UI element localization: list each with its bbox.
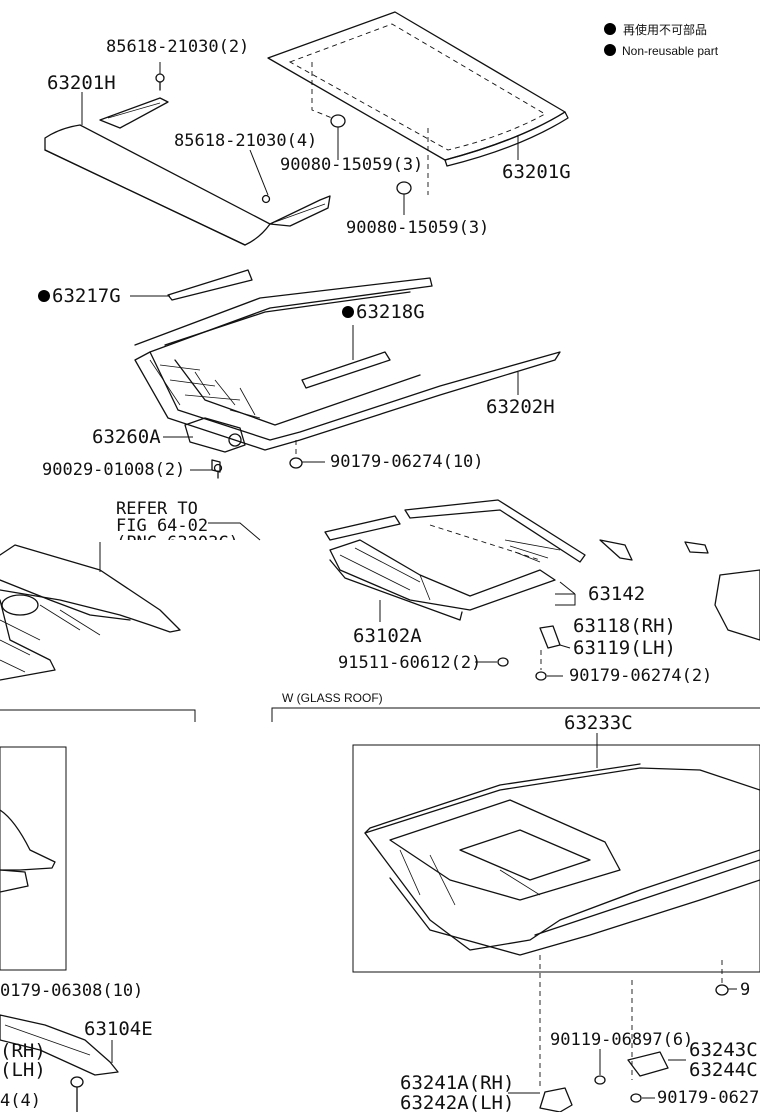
label-rh-left: (RH): [0, 1040, 46, 1062]
label-63201g: 63201G: [502, 161, 571, 183]
label-4-left: 4(4): [0, 1091, 41, 1111]
label-63218g: 63218G: [356, 301, 425, 323]
label-90179-06274-2: 90179-06274(2): [569, 666, 712, 686]
label-63244c: 63244C(: [689, 1059, 760, 1081]
screw-icon: [261, 194, 271, 204]
label-63118-rh: 63118(RH): [573, 615, 676, 637]
label-85618-21030-2: 85618-21030(2): [106, 37, 249, 57]
part-63241a-bracket: [539, 1087, 573, 1112]
label-91511-60612: 91511-60612(2): [338, 653, 481, 673]
label-63142: 63142: [588, 583, 645, 605]
part-63233c-glass-roof: [364, 763, 760, 956]
label-85618-21030-4: 85618-21030(4): [174, 131, 317, 151]
roof-edge-detail: [0, 809, 56, 893]
clip-icon: [70, 1076, 84, 1112]
label-90179-06274-10: 90179-06274(10): [330, 452, 484, 472]
clip-icon: [715, 984, 729, 996]
label-90179-06274-right: 90179-06274: [657, 1088, 760, 1108]
label-90080-15059-b: 90080-15059(3): [346, 218, 489, 238]
legend-jp: 再使用不可部品: [623, 22, 707, 37]
refer-roof-panel: [0, 544, 181, 681]
label-63201h: 63201H: [47, 72, 116, 94]
clip-icon: [594, 1075, 606, 1085]
label-63119-lh: 63119(LH): [573, 637, 676, 659]
non-reusable-dot-icon: [38, 290, 50, 302]
label-90119-06897: 90119-06897(6): [550, 1030, 693, 1050]
label-63217g: 63217G: [52, 285, 121, 307]
label-63260a: 63260A: [92, 426, 161, 448]
clip-icon: [289, 457, 303, 469]
label-lh-left: (LH): [0, 1059, 46, 1081]
label-63202h: 63202H: [486, 396, 555, 418]
label-glass-roof: W (GLASS ROOF): [282, 691, 383, 705]
section-bracket-right: [271, 707, 760, 722]
refer-line-2: FIG 64-02: [116, 516, 208, 536]
clip-icon: [330, 114, 346, 128]
label-63242a-lh: 63242A(LH): [400, 1092, 514, 1112]
label-63243c: 63243C(: [689, 1039, 760, 1061]
label-63233c: 63233C: [564, 712, 633, 734]
label-63104e: 63104E: [84, 1018, 153, 1040]
part-63118-bracket: [539, 625, 561, 649]
part-63217g-seal: [167, 269, 253, 301]
legend-en: Non-reusable part: [622, 44, 719, 58]
part-63243c-guide: [627, 1051, 669, 1077]
non-reusable-dot-icon: [342, 306, 354, 318]
refer-line-1: REFER TO: [116, 499, 198, 519]
glass-roof-detail-box: [352, 744, 760, 973]
label-63241a-rh: 63241A(RH): [400, 1072, 514, 1094]
label-90080-15059-a: 90080-15059(3): [280, 155, 423, 175]
label-90029-01008: 90029-01008(2): [42, 460, 185, 480]
clip-icon: [396, 181, 412, 195]
left-detail-box: [0, 746, 67, 971]
bolt-icon: [213, 463, 223, 479]
section-bracket-left: [0, 709, 196, 722]
label-63102a: 63102A: [353, 625, 422, 647]
label-90179-06308: 0179-06308(10): [0, 981, 143, 1001]
part-63102a-housing: [324, 499, 760, 641]
part-63202h-frame: [134, 277, 561, 451]
part-63201g-glass: [267, 11, 569, 167]
part-63104e-rail: [0, 1014, 119, 1076]
part-63260a-motor: [184, 417, 246, 473]
clip-icon: [497, 657, 509, 667]
label-9-right: 9: [740, 980, 750, 1000]
clip-icon: [630, 1093, 642, 1103]
clip-icon: [535, 671, 547, 681]
non-reusable-dot-icon: [604, 44, 616, 56]
part-63218g-seal: [301, 351, 391, 389]
screw-icon: [155, 73, 165, 91]
non-reusable-dot-icon: [604, 23, 616, 35]
part-63201h-shade: [44, 97, 331, 246]
refer-line-3: (PNC 63203C): [116, 533, 239, 553]
